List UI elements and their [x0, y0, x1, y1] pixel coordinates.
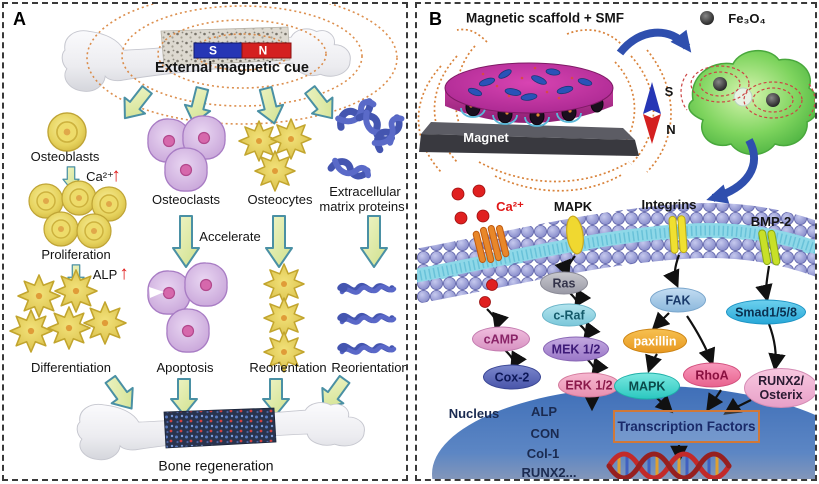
fan-arrows — [113, 80, 344, 128]
external-cue-label: External magnetic cue — [155, 60, 309, 77]
pill-erk: ERK 1/2 — [558, 372, 620, 398]
alp-label: ALP — [92, 266, 118, 282]
bottom-bone-graft — [163, 407, 277, 449]
mesenchymal-cell-icon — [680, 50, 815, 156]
transcription-factors-label: Transcription Factors — [617, 419, 756, 434]
pill-camp: cAMP — [472, 326, 530, 352]
arrow-scaffold-to-cell — [616, 28, 692, 56]
magnet-slab-icon — [419, 122, 639, 156]
chain-arrow-2 — [67, 264, 85, 288]
proliferation-cells-icon — [28, 180, 127, 249]
gene-con: CON — [530, 425, 560, 441]
pill-cox2: Cox-2 — [483, 364, 541, 390]
calcium-ions — [451, 184, 498, 308]
pill-fak: FAK — [650, 287, 706, 313]
bone-regeneration-label: Bone regeneration — [158, 457, 274, 474]
differentiation-label: Differentiation — [31, 359, 111, 375]
osteoblasts-label: Osteoblasts — [30, 148, 100, 164]
pill-ras: Ras — [540, 271, 588, 295]
panel-b-title: Magnetic scaffold + SMF — [466, 10, 624, 26]
nucleus-label: Nucleus — [448, 405, 500, 421]
osteoclasts-label: Osteoclasts — [152, 191, 220, 207]
chain-arrow-1 — [62, 166, 80, 190]
magnet-label: Magnet — [463, 129, 509, 145]
reorientation-ecm-label: Reorientation — [331, 359, 408, 375]
panel-b-label: B — [429, 9, 442, 29]
fe3o4-label: Fe₃O₄ — [728, 10, 766, 26]
reorientation-osteocytes-label: Reorientation — [249, 359, 327, 375]
ecm-reoriented-icon — [339, 284, 395, 353]
fe3o4-sphere-icon — [700, 11, 714, 25]
differentiation-stars-icon — [9, 269, 127, 353]
membrane-integrins-label: Integrins — [641, 196, 697, 212]
compass-icon — [643, 82, 661, 144]
membrane-mapk-label: MAPK — [553, 198, 593, 214]
ecm-proteins-icon — [331, 98, 404, 179]
pill-mek: MEK 1/2 — [543, 336, 609, 362]
osteoclast-cells-icon — [147, 115, 226, 192]
membrane-ca-label: Ca²⁺ — [496, 198, 524, 214]
panel-a-label: A — [13, 9, 26, 29]
osteocytes-label: Osteocytes — [247, 191, 313, 207]
mapk-channel-icon — [566, 215, 584, 255]
arrow-cell-to-membrane — [706, 138, 758, 204]
pill-smad: Smad1/5/8 — [726, 299, 806, 325]
gene-col1: Col-1 — [526, 445, 560, 461]
alp-up-arrow: ↑ — [119, 263, 129, 284]
accelerate-arrow-left — [172, 215, 200, 268]
pill-paxillin: paxillin — [623, 328, 687, 354]
scaffold-field-lines — [417, 28, 672, 192]
pill-rhoa: RhoA — [683, 362, 741, 388]
converge-arrows — [98, 370, 357, 418]
accelerate-label: Accelerate — [199, 228, 261, 244]
bottom-bone-icon — [76, 402, 365, 461]
membrane-bmp2-label: BMP-2 — [750, 213, 792, 229]
ecm-column-arrow — [360, 215, 388, 268]
osteoblast-cell-icon — [47, 112, 87, 152]
magnetic-scaffold-icon — [444, 62, 614, 127]
pill-craf: c-Raf — [542, 303, 596, 327]
panel-b: B Magnetic scaffold + SMF Fe₃O₄ Magnet S… — [415, 2, 817, 481]
integrins-icon — [668, 215, 688, 254]
proliferation-label: Proliferation — [41, 246, 111, 262]
osteocyte-stars-icon — [238, 118, 312, 192]
magnet-n-label: N — [258, 43, 268, 58]
compass-n-label: N — [666, 121, 676, 137]
compass-s-label: S — [664, 83, 674, 99]
accelerate-arrow-right — [265, 215, 293, 268]
apoptosis-cells-icon — [147, 262, 228, 353]
gene-alp: ALP — [531, 403, 557, 419]
calcium-channel-icon — [472, 224, 510, 264]
apoptosis-label: Apoptosis — [156, 359, 214, 375]
bmp2-receptor-icon — [758, 229, 781, 266]
pill-runx2-line1: RUNX2/ — [758, 374, 804, 388]
gene-runx2: RUNX2... — [521, 464, 577, 480]
panel-a: A S N External magnetic cue Osteoblasts … — [2, 2, 408, 481]
ca-label: Ca²⁺ — [86, 168, 114, 184]
ecm-label-line1: Extracellular — [329, 183, 401, 199]
pill-runx2-line2: Osterix — [759, 388, 803, 402]
ecm-label-line2: matrix proteins — [319, 198, 405, 214]
ca-up-arrow: ↑ — [111, 165, 121, 186]
pill-mapk: MAPK — [614, 372, 680, 400]
magnet-s-label: S — [208, 43, 218, 58]
osteocyte-column-icon — [263, 263, 305, 373]
transcription-factors-box: Transcription Factors — [613, 410, 760, 443]
